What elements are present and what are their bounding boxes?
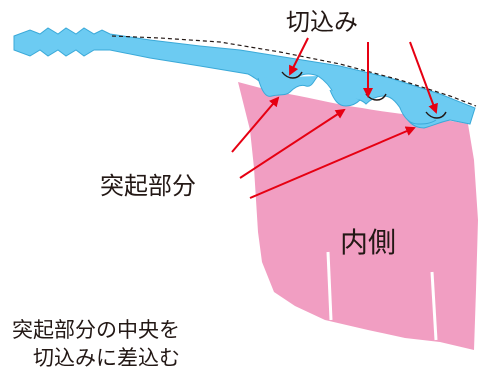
arrow-slit-3 [409, 41, 438, 114]
inside-label: 内側 [340, 226, 397, 259]
instruction-line-2: 切込みに差込む [33, 346, 180, 370]
fold-line [111, 35, 477, 107]
protrusion-tab-3 [399, 107, 437, 125]
instruction-text: 突起部分の中央を 切込みに差込む [12, 316, 180, 372]
arrow-protrusion-2 [239, 108, 346, 179]
mask-body [238, 82, 478, 350]
mask-cut-right [430, 271, 438, 341]
protrusion-label: 突起部分 [100, 172, 196, 200]
arrow-protrusion-3 [249, 126, 416, 199]
slit-label: 切込み [286, 8, 358, 36]
protrusion-tab-1 [257, 75, 319, 97]
protrusion-tab-2 [329, 89, 361, 107]
slit-marker-3 [425, 111, 447, 119]
instruction-line-1: 突起部分の中央を [12, 318, 180, 342]
arrow-slit-1 [289, 37, 309, 76]
mask-cut-left [326, 251, 333, 321]
slit-marker-1 [281, 71, 303, 79]
arrow-protrusion-1 [231, 96, 280, 153]
